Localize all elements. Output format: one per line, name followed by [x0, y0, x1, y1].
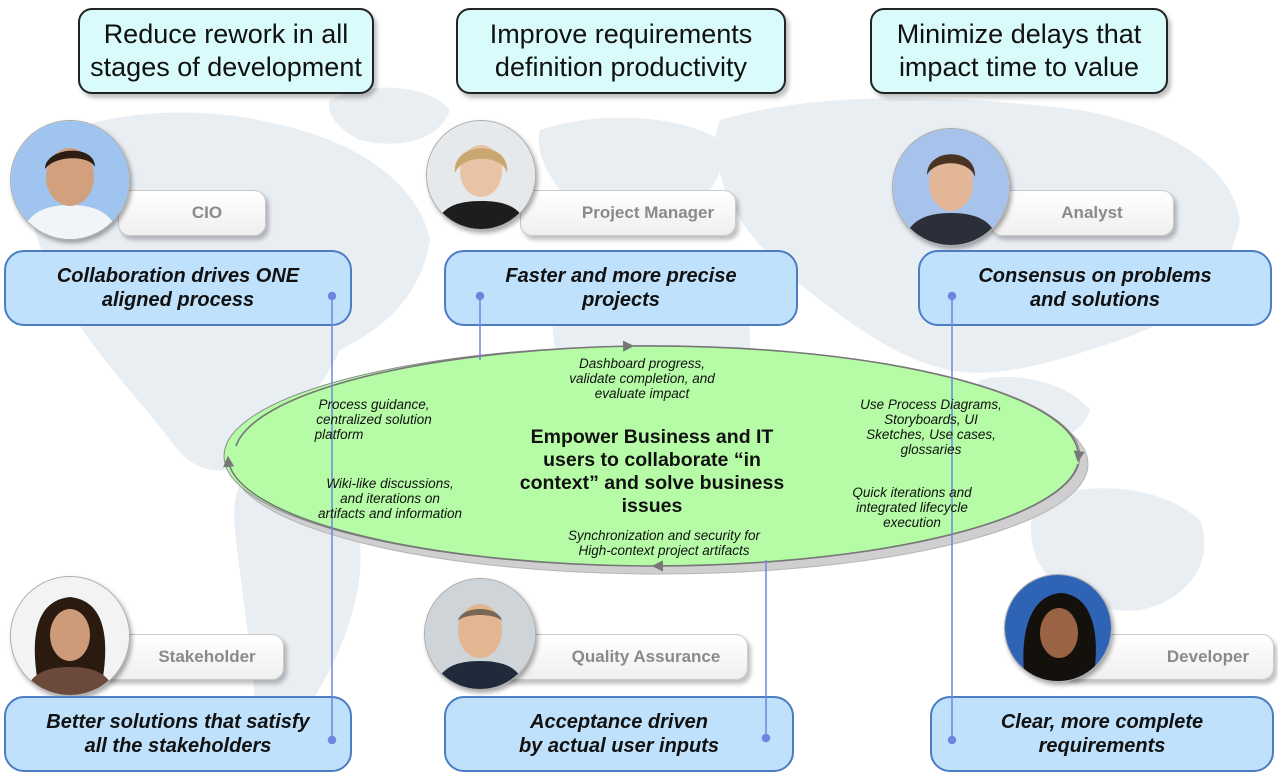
- cycle-arrow-top-left: [235, 340, 635, 447]
- connector-dot-cio-bottom: [327, 735, 337, 745]
- label-line: glossaries: [900, 442, 962, 457]
- label-line: Wiki-like discussions,: [326, 476, 454, 491]
- cycle-arrow-bottom-left: [223, 455, 655, 567]
- label-line: Sketches, Use cases,: [866, 427, 996, 442]
- role-label: Stakeholder: [158, 647, 256, 666]
- benefit-line-1: Consensus on problems: [978, 265, 1212, 287]
- cycle-arrow-bottom-right: [651, 463, 1079, 572]
- cycle-center-message: Empower Business and IT users to collabo…: [484, 426, 820, 518]
- label-line: artifacts and information: [317, 506, 463, 521]
- label-dashboard: Dashboard progress, validate completion,…: [552, 356, 732, 401]
- label-synchronization: Synchronization and security for High-co…: [536, 528, 792, 558]
- goal-line-1: Reduce rework in all: [103, 19, 349, 49]
- label-line: Storyboards, UI: [884, 412, 978, 427]
- label-line: High-context project artifacts: [578, 543, 750, 558]
- role-label: Analyst: [1061, 203, 1123, 222]
- center-line: Empower Business and IT: [530, 426, 774, 448]
- role-label: CIO: [191, 203, 223, 222]
- benefit-line-2: requirements: [1038, 735, 1166, 757]
- connector-dot-project-manager: [475, 291, 485, 301]
- goal-line-2: definition productivity: [494, 52, 748, 82]
- benefit-line-2: aligned process: [101, 289, 255, 311]
- label-quick-iterations: Quick iterations and integrated lifecycl…: [824, 485, 1000, 530]
- cio-portrait-icon: [10, 120, 130, 240]
- benefit-line-1: Better solutions that satisfy: [46, 711, 310, 733]
- label-line: evaluate impact: [594, 386, 690, 401]
- label-line: platform: [314, 427, 364, 442]
- goal-line-1: Improve requirements: [489, 19, 753, 49]
- goal-line-1: Minimize delays that: [896, 19, 1142, 49]
- label-process-diagrams: Use Process Diagrams, Storyboards, UI Sk…: [838, 397, 1024, 457]
- benefit-line-2: all the stakeholders: [84, 735, 272, 757]
- benefit-line-1: Faster and more precise: [505, 265, 737, 287]
- label-line: and iterations on: [340, 491, 440, 506]
- benefit-line-1: Clear, more complete: [1000, 711, 1204, 733]
- connector-dot-analyst-bottom: [947, 735, 957, 745]
- center-line: issues: [621, 495, 683, 517]
- benefit-line-2: and solutions: [1030, 289, 1160, 311]
- role-tab-stakeholder: Stakeholder: [100, 634, 284, 680]
- connector-dot-cio-top: [327, 291, 337, 301]
- connector-dot-analyst-top: [947, 291, 957, 301]
- goal-line-2: impact time to value: [898, 52, 1140, 82]
- label-line: Quick iterations and: [852, 485, 972, 500]
- benefit-line-2: projects: [582, 289, 660, 311]
- label-line: Process guidance,: [318, 397, 430, 412]
- benefit-line-2: by actual user inputs: [518, 735, 720, 757]
- role-label: Project Manager: [581, 203, 715, 222]
- center-line: users to collaborate “in: [543, 449, 761, 471]
- benefit-line-1: Acceptance driven: [530, 711, 708, 733]
- project-manager-portrait-icon: [426, 120, 536, 230]
- label-line: integrated lifecycle: [856, 500, 968, 515]
- analyst-portrait-icon: [892, 128, 1010, 246]
- role-tab-quality-assurance: Quality Assurance: [500, 634, 748, 680]
- quality-assurance-portrait-icon: [424, 578, 536, 690]
- label-line: execution: [883, 515, 941, 530]
- connector-dot-quality-assurance: [761, 733, 771, 743]
- label-line: centralized solution: [316, 412, 432, 427]
- benefit-line-1: Collaboration drives ONE: [56, 265, 300, 287]
- map-greenland: [329, 87, 450, 144]
- stakeholder-portrait-icon: [10, 576, 130, 696]
- role-label: Quality Assurance: [571, 647, 721, 666]
- label-process-guidance: Process guidance, centralized solution p…: [296, 397, 452, 442]
- goal-line-2: stages of development: [90, 52, 362, 82]
- developer-portrait-icon: [1004, 574, 1112, 682]
- label-wiki-discussions: Wiki-like discussions, and iterations on…: [292, 476, 488, 521]
- label-line: validate completion, and: [569, 371, 715, 386]
- role-label: Developer: [1166, 647, 1250, 666]
- label-line: Synchronization and security for: [567, 528, 761, 543]
- role-tab-cio: CIO: [118, 190, 266, 236]
- center-line: context” and solve business: [519, 472, 785, 494]
- label-line: Use Process Diagrams,: [860, 397, 1002, 412]
- label-line: Dashboard progress,: [578, 356, 706, 371]
- role-tab-project-manager: Project Manager: [520, 190, 736, 236]
